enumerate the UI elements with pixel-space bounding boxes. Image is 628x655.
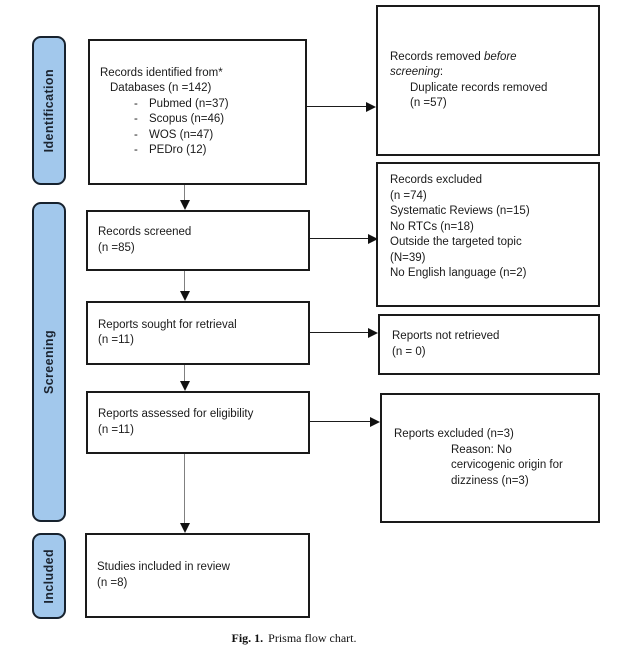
arrowhead-assessed-to-excluded (370, 417, 380, 427)
list-item-label: Pubmed (n=37) (149, 97, 229, 110)
stage-label-screening: Screening (42, 329, 56, 395)
box-text-line: Reports not retrieved (392, 330, 500, 342)
box-records-screened: Records screened (n =85) (86, 210, 310, 271)
figure-caption-text: Prisma flow chart. (268, 631, 357, 645)
list-item-label: WOS (n=47) (149, 128, 214, 141)
arrowhead-identified-to-screened (180, 200, 190, 210)
box-text-line: cervicogenic origin for (451, 459, 563, 471)
dash-bullet: - (134, 97, 138, 110)
arrow-line-sought-to-notretrieved (310, 332, 368, 333)
box-reports-excluded-eligibility: Reports excluded (n=3) Reason: No cervic… (380, 393, 600, 523)
box-text-line: (n =11) (98, 334, 134, 346)
box-text-line: Duplicate records removed (410, 81, 548, 94)
stage-bar-included: Included (32, 533, 66, 619)
list-item: - PEDro (12) (100, 143, 299, 159)
arrow-line-identified-to-removed (307, 106, 367, 107)
box-records-excluded: Records excluded (n =74) Systematic Revi… (376, 162, 600, 307)
box-text-line: (n =8) (97, 576, 128, 589)
arrow-line-assessed-to-included (184, 454, 185, 525)
text-span: Records removed (390, 50, 484, 63)
box-text-line: Records identified from* (100, 66, 223, 79)
stage-bar-identification: Identification (32, 36, 66, 185)
box-text-line: No RTCs (n=18) (390, 220, 474, 233)
box-text-line: Studies included in review (97, 561, 230, 573)
list-item-label: PEDro (12) (149, 144, 207, 156)
box-text-line: Reports assessed for eligibility (98, 408, 254, 420)
arrowhead-screened-to-excluded (368, 234, 378, 244)
box-records-removed: Records removed before screening: Duplic… (376, 5, 600, 156)
box-text-line: dizziness (n=3) (451, 474, 529, 487)
box-text-line: Systematic Reviews (n=15) (390, 205, 530, 217)
box-studies-included: Studies included in review (n =8) (85, 533, 310, 618)
stage-label-identification: Identification (42, 68, 56, 153)
dash-bullet: - (134, 144, 138, 156)
stage-label-included: Included (42, 548, 56, 604)
box-text-line: (n = 0) (392, 345, 426, 358)
arrowhead-sought-to-assessed (180, 381, 190, 391)
box-text-line: Reports sought for retrieval (98, 318, 237, 331)
box-text-line: (N=39) (390, 251, 426, 264)
arrowhead-identified-to-removed (366, 102, 376, 112)
figure-caption: Fig. 1. Prisma flow chart. (0, 631, 588, 646)
arrow-line-screened-to-sought (184, 271, 185, 293)
text-span-italic: screening (390, 66, 440, 78)
box-text-line: Reason: No (451, 443, 512, 456)
box-text-line: Reports excluded (n=3) (394, 428, 514, 440)
list-item-label: Scopus (n=46) (149, 113, 225, 125)
arrowhead-sought-to-notretrieved (368, 328, 378, 338)
box-text-line: (n =74) (390, 189, 427, 202)
text-span: : (439, 66, 444, 78)
arrowhead-screened-to-sought (180, 291, 190, 301)
box-text-line: (n =85) (98, 241, 135, 254)
list-item: - Scopus (n=46) (100, 112, 299, 128)
dash-bullet: - (134, 113, 138, 125)
arrow-line-sought-to-assessed (184, 365, 185, 383)
arrow-line-identified-to-screened (184, 185, 185, 202)
box-reports-sought: Reports sought for retrieval (n =11) (86, 301, 310, 365)
box-text-line: Records removed before (390, 50, 592, 66)
dash-bullet: - (134, 128, 138, 141)
box-text-line: Databases (n =142) (110, 82, 212, 94)
box-text-line: (n =57) (410, 97, 447, 109)
list-item: - Pubmed (n=37) (100, 97, 299, 113)
arrow-line-screened-to-excluded (310, 238, 368, 239)
box-records-identified: Records identified from* Databases (n =1… (88, 39, 307, 185)
list-item: - WOS (n=47) (100, 128, 299, 144)
arrow-line-assessed-to-excluded (310, 421, 370, 422)
box-reports-not-retrieved: Reports not retrieved (n = 0) (378, 314, 600, 375)
stage-bar-screening: Screening (32, 202, 66, 522)
box-text-line: Outside the targeted topic (390, 236, 522, 248)
box-text-line: Records excluded (390, 174, 483, 186)
figure-caption-number: Fig. 1. (231, 631, 264, 645)
box-text-line: (n =11) (98, 423, 134, 436)
box-text-line: No English language (n=2) (390, 267, 527, 279)
box-text-line: screening: (390, 65, 592, 81)
text-span-italic: before (483, 50, 517, 63)
arrowhead-assessed-to-included (180, 523, 190, 533)
box-reports-assessed: Reports assessed for eligibility (n =11) (86, 391, 310, 454)
box-text-line: Records screened (98, 226, 192, 238)
